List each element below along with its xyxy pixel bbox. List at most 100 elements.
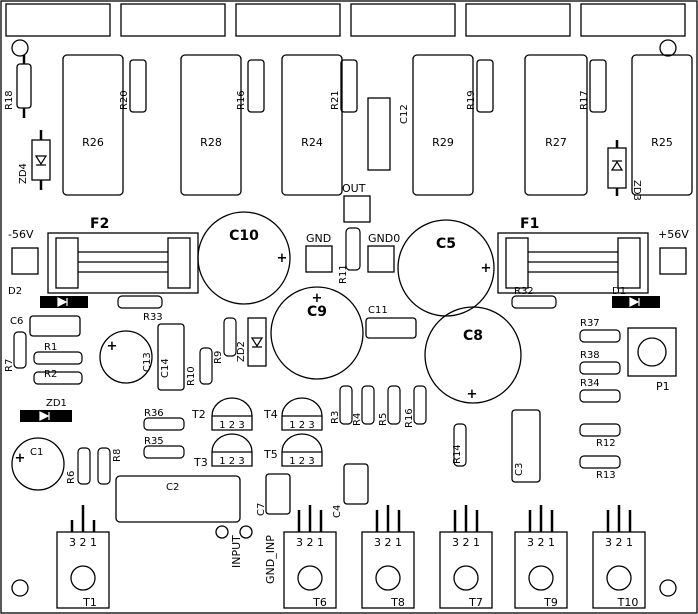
resistor-body bbox=[511, 295, 557, 309]
trimmer-body bbox=[627, 327, 677, 377]
label-t9: T9 bbox=[543, 596, 558, 609]
diode-body bbox=[247, 317, 267, 367]
resistor-body bbox=[129, 59, 147, 113]
capacitor-body bbox=[115, 475, 241, 523]
pins-t7: 3 2 1 bbox=[452, 536, 480, 549]
polarity-plus: + bbox=[15, 451, 26, 466]
label-t10: T10 bbox=[617, 596, 639, 609]
label-c8: C8 bbox=[463, 328, 483, 344]
resistor-body bbox=[412, 54, 474, 196]
label-r18: R18 bbox=[4, 90, 15, 110]
label-t3: T3 bbox=[193, 456, 208, 469]
label-c10: C10 bbox=[229, 228, 259, 244]
terminal-pad bbox=[11, 247, 39, 275]
label-c1: C1 bbox=[30, 447, 43, 458]
label-c12: C12 bbox=[399, 104, 410, 124]
label-gnd: GND bbox=[306, 232, 331, 245]
label-f1: F1 bbox=[520, 216, 539, 232]
terminal-pad bbox=[305, 245, 333, 273]
resistor-body bbox=[361, 385, 375, 425]
capacitor-body bbox=[265, 473, 291, 515]
pins-t4: 1 2 3 bbox=[289, 420, 314, 431]
resistor-body bbox=[589, 59, 607, 113]
terminal-pad bbox=[659, 247, 687, 275]
resistor-body bbox=[199, 347, 213, 385]
label-r26: R26 bbox=[82, 136, 104, 149]
label-r10: R10 bbox=[186, 366, 197, 386]
resistor-body bbox=[281, 54, 343, 196]
label-zd3: ZD3 bbox=[631, 180, 642, 201]
label-r33: R33 bbox=[143, 312, 163, 323]
mounting-hole bbox=[11, 39, 29, 57]
resistor-body bbox=[77, 447, 91, 485]
mounting-hole bbox=[659, 579, 677, 597]
pins-t2: 1 2 3 bbox=[219, 420, 244, 431]
resistor-body bbox=[33, 351, 83, 365]
label-pos-56v: +56V bbox=[658, 228, 689, 241]
capacitor-body bbox=[99, 330, 153, 384]
pins-t8: 3 2 1 bbox=[374, 536, 402, 549]
resistor-body bbox=[579, 423, 621, 437]
transistor-mount bbox=[528, 565, 554, 591]
label-r29: R29 bbox=[432, 136, 454, 149]
label-gnd-inp: GND_INP bbox=[264, 535, 277, 584]
resistor-body bbox=[16, 63, 32, 109]
resistor-body bbox=[579, 455, 621, 469]
resistor-body bbox=[579, 329, 621, 343]
label-r16: R16 bbox=[236, 90, 247, 110]
transistor-mount bbox=[297, 565, 323, 591]
resistor-body bbox=[476, 59, 494, 113]
label-r38: R38 bbox=[580, 350, 600, 361]
resistor-body bbox=[413, 385, 427, 425]
polarity-plus: + bbox=[107, 339, 118, 354]
resistor-body bbox=[339, 385, 353, 425]
input-pad bbox=[239, 525, 253, 539]
label-d2: D2 bbox=[8, 286, 22, 297]
resistor-body bbox=[33, 371, 83, 385]
terminal-pad bbox=[367, 245, 395, 273]
label-r21: R21 bbox=[330, 90, 341, 110]
label-c14: C14 bbox=[160, 358, 171, 378]
label-t6: T6 bbox=[312, 596, 327, 609]
pins-t9: 3 2 1 bbox=[527, 536, 555, 549]
label-zd1: ZD1 bbox=[46, 398, 67, 409]
resistor-body bbox=[97, 447, 111, 485]
fuse-holder bbox=[497, 232, 649, 294]
label-r1: R1 bbox=[44, 342, 57, 353]
pins-t3: 1 2 3 bbox=[219, 456, 244, 467]
label-r6: R6 bbox=[66, 471, 77, 484]
mounting-hole bbox=[11, 579, 29, 597]
transistor-outline bbox=[211, 433, 253, 467]
label-gnd0: GND0 bbox=[368, 232, 400, 245]
label-r9: R9 bbox=[213, 351, 224, 364]
transistor-outline bbox=[281, 433, 323, 467]
resistor-body bbox=[247, 59, 265, 113]
label-r4: R4 bbox=[352, 413, 363, 426]
label-r5: R5 bbox=[378, 413, 389, 426]
diode-body bbox=[607, 147, 627, 189]
label-r13: R13 bbox=[596, 470, 616, 481]
label-r8: R8 bbox=[112, 449, 123, 462]
label-c9: C9 bbox=[307, 304, 327, 320]
label-r37: R37 bbox=[580, 318, 600, 329]
label-r19: R19 bbox=[466, 90, 477, 110]
label-r34: R34 bbox=[580, 378, 600, 389]
resistor-body bbox=[345, 227, 361, 271]
label-c13: C13 bbox=[142, 352, 153, 372]
resistor-body bbox=[143, 417, 185, 431]
label-r35: R35 bbox=[144, 436, 164, 447]
transistor-outline bbox=[211, 397, 253, 431]
capacitor-body bbox=[29, 315, 81, 337]
pins-t5: 1 2 3 bbox=[289, 456, 314, 467]
mounting-hole bbox=[659, 39, 677, 57]
transistor-mount bbox=[70, 565, 96, 591]
resistor-body bbox=[631, 54, 693, 196]
label-r36: R36 bbox=[144, 408, 164, 419]
label-input: INPUT bbox=[230, 535, 243, 568]
label-r24: R24 bbox=[301, 136, 323, 149]
label-zd2: ZD2 bbox=[236, 341, 247, 362]
heatsink-tab bbox=[465, 3, 571, 37]
label-c4: C4 bbox=[332, 505, 343, 518]
